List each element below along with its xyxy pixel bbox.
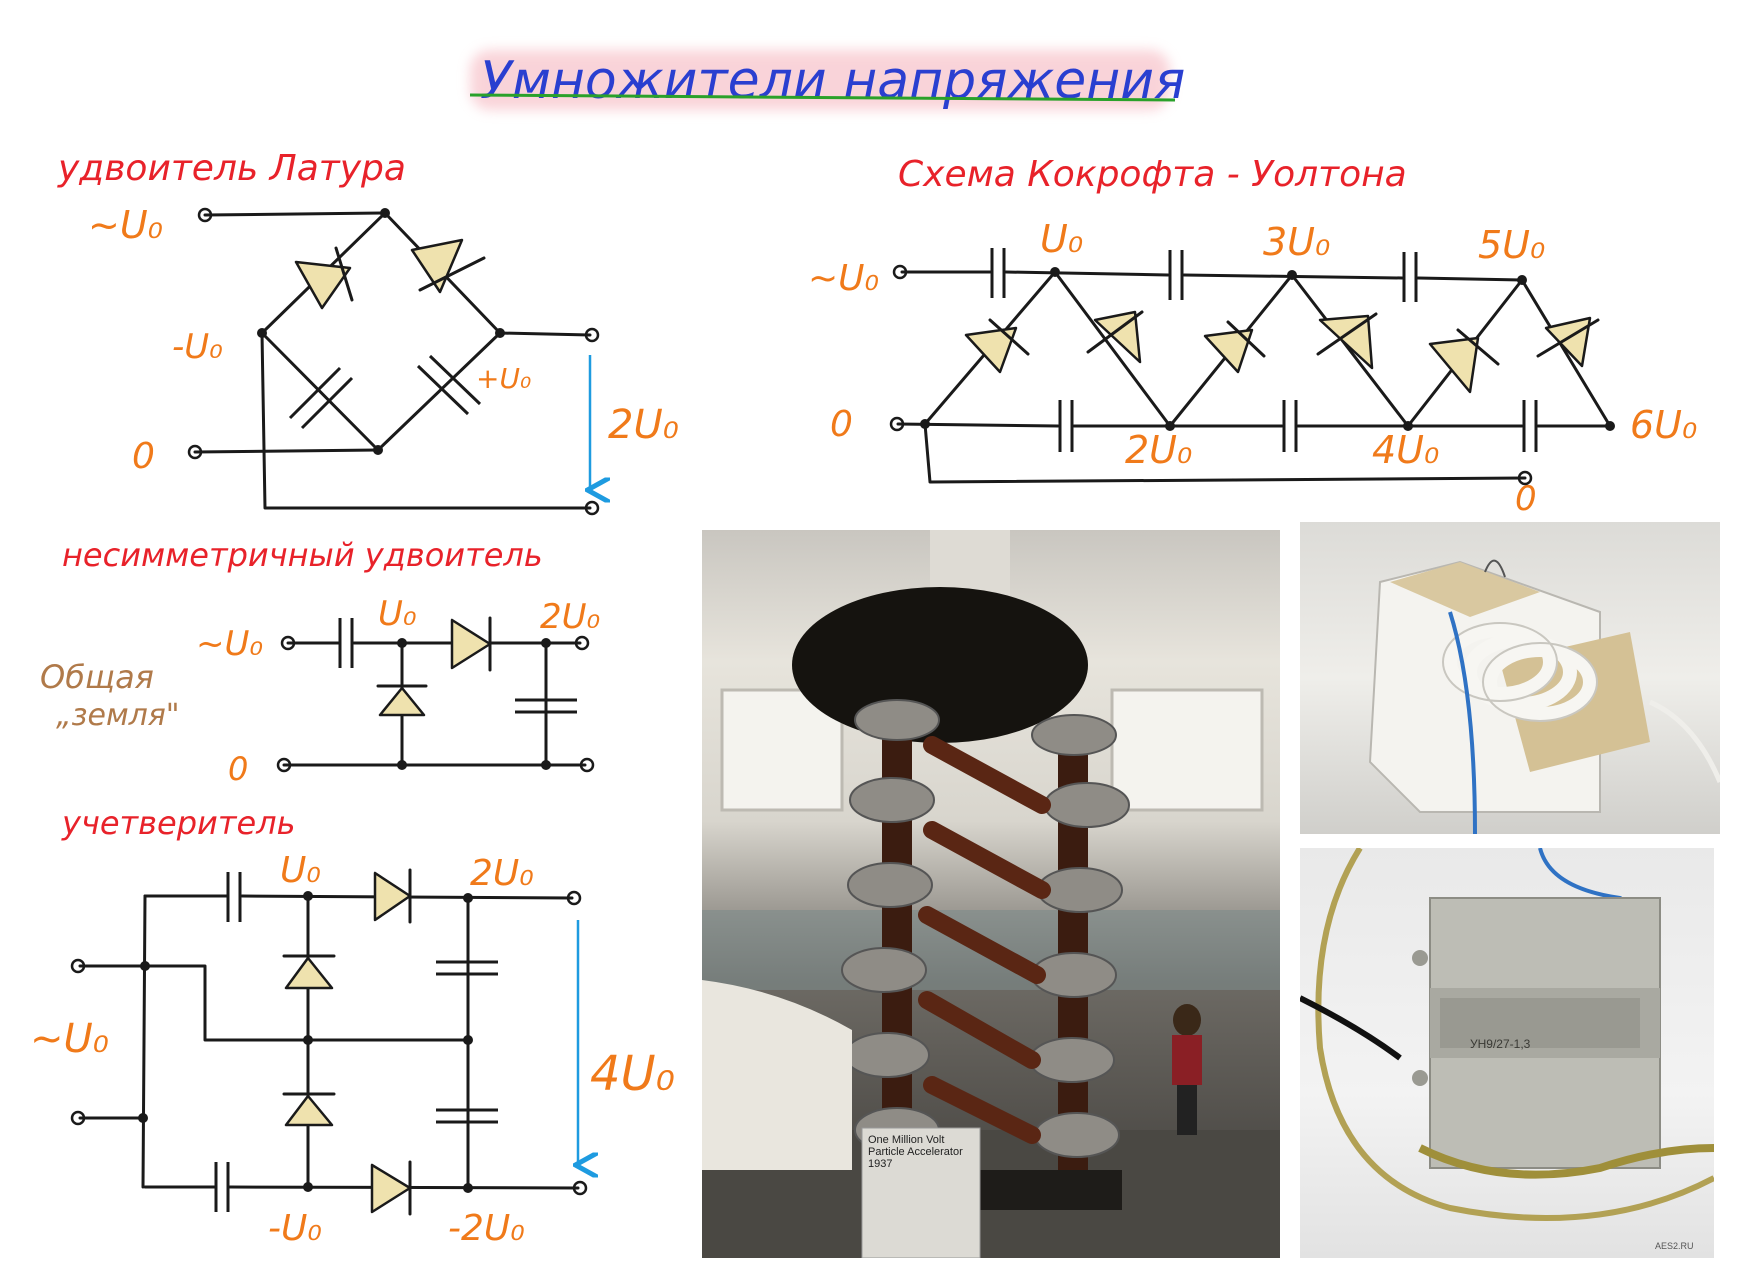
cw-capacitor-top-2 <box>1168 250 1184 300</box>
cw-capacitor-bottom-2 <box>1282 400 1298 452</box>
latour-input-label: ~U₀ <box>88 203 163 247</box>
title-group: Умножители напряжения <box>469 50 1185 111</box>
quad-top-node: U₀ <box>280 850 321 891</box>
accelerator-caption-line-3: 1937 <box>868 1158 893 1170</box>
latour-capacitor-left <box>288 366 354 430</box>
cockcroft-top-label-2: 3U₀ <box>1263 220 1330 264</box>
quad-input-label: ~U₀ <box>30 1016 109 1062</box>
asym-capacitor-series <box>338 618 354 668</box>
latour-minus-label: -U₀ <box>172 327 223 367</box>
cockcroft-walton: Схема Кокрофта - Уолтона ~U₀ 0 0 U₀ 3U₀ … <box>808 154 1697 519</box>
cockcroft-bottom-label-1: 2U₀ <box>1125 428 1192 472</box>
asym-note-line2: „земля" <box>56 698 180 733</box>
watermark: AES2.RU <box>1655 1241 1694 1251</box>
cockcroft-top-label-3: 5U₀ <box>1478 223 1545 267</box>
cockcroft-zero-left: 0 <box>830 404 853 445</box>
latour-doubler: удвоитель Латура ~U₀ -U₀ +U₀ 0 2U₀ <box>57 148 679 516</box>
accelerator-caption-line-1: One Million Volt <box>868 1134 945 1146</box>
quadrupler: учетверитель ~U₀ U₀ 2U₀ -U₀ -2U₀ 4U₀ <box>30 804 675 1249</box>
quad-capacitor-bottom-series <box>214 1162 230 1212</box>
quad-diode-top <box>373 871 412 922</box>
latour-capacitor-right <box>416 354 482 416</box>
accelerator-caption: One Million Volt Particle Accelerator 19… <box>868 1134 978 1170</box>
latour-heading: удвоитель Латура <box>57 148 406 189</box>
quad-capacitor-top-shunt <box>436 960 498 976</box>
cw-diode-4 <box>1318 314 1374 370</box>
latour-terminal-zero <box>187 444 203 460</box>
asym-note-line1: Общая <box>40 658 154 696</box>
quad-capacitor-bottom-shunt <box>436 1108 498 1124</box>
cockcroft-output-label: 6U₀ <box>1630 403 1697 447</box>
cockcroft-heading: Схема Кокрофта - Уолтона <box>898 154 1407 195</box>
quad-heading: учетверитель <box>61 804 295 842</box>
cockcroft-bottom-label-2: 4U₀ <box>1372 428 1439 472</box>
asym-capacitor-shunt <box>515 698 577 714</box>
quad-bottom-node: -U₀ <box>268 1208 322 1249</box>
accelerator-photo: One Million Volt Particle Accelerator 19… <box>702 530 1280 1258</box>
asymmetric-doubler: несимметричный удвоитель ~U₀ U₀ 2U₀ 0 Об… <box>40 536 601 788</box>
asym-heading: несимметричный удвоитель <box>62 536 543 574</box>
cw-capacitor-bottom-3 <box>1522 400 1538 452</box>
quad-capacitor-top-series <box>226 872 242 922</box>
cockcroft-zero-bottom: 0 <box>1515 479 1537 519</box>
latour-plus-label: +U₀ <box>476 362 531 395</box>
latour-diode-right <box>410 238 486 294</box>
asym-zero-label: 0 <box>228 750 248 788</box>
cw-capacitor-top-1 <box>990 248 1006 298</box>
asym-diode-series <box>450 618 492 670</box>
quad-bottom-out: -2U₀ <box>448 1208 525 1249</box>
cockcroft-top-label-1: U₀ <box>1040 217 1083 261</box>
cw-capacitor-bottom-1 <box>1058 400 1074 452</box>
asym-output-label: 2U₀ <box>540 597 601 637</box>
multiplier-module-photo-2: УН9/27-1,3 AES2.RU <box>1300 848 1714 1258</box>
page-title: Умножители напряжения <box>480 51 1185 111</box>
accelerator-caption-line-2: Particle Accelerator <box>868 1146 963 1158</box>
latour-terminal-in <box>197 207 213 223</box>
cw-diode-1 <box>964 326 1018 374</box>
cw-diode-2 <box>1093 310 1142 364</box>
asym-diode-shunt <box>378 686 426 717</box>
quad-diode-bottom <box>370 1163 412 1214</box>
quad-output-label: 4U₀ <box>590 1046 675 1102</box>
latour-zero-label: 0 <box>132 436 155 477</box>
asym-node-label: U₀ <box>378 594 417 634</box>
quad-top-out: 2U₀ <box>470 853 534 894</box>
cw-diode-3 <box>1203 328 1254 374</box>
latour-output-label: 2U₀ <box>608 402 679 448</box>
multiplier-module-photo-1 <box>1300 522 1720 834</box>
asym-input-label: ~U₀ <box>196 624 263 664</box>
latour-diode-left <box>294 246 354 310</box>
cw-capacitor-top-3 <box>1402 252 1418 302</box>
quad-diode-mid-upper <box>284 956 334 990</box>
cockcroft-input-label: ~U₀ <box>808 258 879 299</box>
quad-diode-mid-lower <box>284 1094 334 1127</box>
cw-diode-5 <box>1428 336 1480 394</box>
latour-terminal-out1 <box>584 327 600 343</box>
module-label: УН9/27-1,3 <box>1470 1037 1531 1051</box>
